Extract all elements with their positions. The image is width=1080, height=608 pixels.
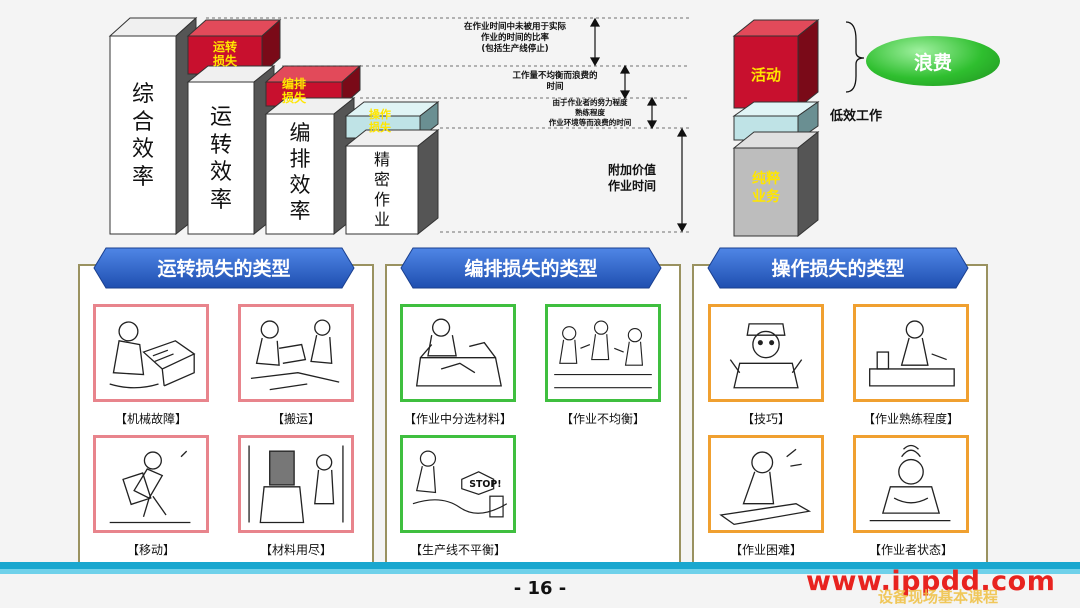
- illustration-movement: [93, 435, 209, 533]
- label-line: 编排: [281, 77, 306, 91]
- efficiency-bar-diagram: [108, 16, 690, 236]
- waste-oval: 浪费: [866, 36, 1000, 86]
- dimension-arrows: [589, 17, 688, 233]
- block-pure: [732, 130, 820, 238]
- label-char: 率: [131, 164, 154, 190]
- illustration-transport: [238, 304, 354, 402]
- illustration-sorting-materials: [400, 304, 516, 402]
- panel-title-work-loss: 操作损失的类型: [771, 257, 905, 280]
- label-caozuo-loss: 操作 损失: [348, 108, 412, 134]
- label-line: 运转: [212, 40, 237, 54]
- label-char: 运: [209, 105, 232, 130]
- header-hex-3: [707, 247, 969, 289]
- anno-line: 作业时间: [607, 179, 656, 193]
- annotation-operation-loss: 在作业时间中未被用于实际 作业的时间的比率 (包括生产线停止): [440, 22, 590, 55]
- svg-text:STOP!: STOP!: [469, 479, 501, 490]
- label-line: 操作: [369, 108, 391, 121]
- annotation-arrangement-loss: 工作量不均衡而浪费的 时间: [490, 71, 620, 93]
- illustration-machine-failure: [93, 304, 209, 402]
- label-char: 合: [131, 109, 154, 135]
- block-bianpai: [264, 96, 356, 236]
- brace-icon: [845, 21, 865, 93]
- label-char: 作: [373, 190, 390, 209]
- caption-skill: 【技巧】: [741, 412, 790, 426]
- label-char: 率: [289, 199, 311, 224]
- label-char: 业: [373, 210, 390, 229]
- anno-line: 作业的时间的比率: [480, 33, 549, 43]
- anno-line: 附加价值: [607, 163, 656, 177]
- guide-lines: [206, 17, 690, 233]
- illustration-unbalanced-work: [545, 304, 661, 402]
- panel-title-arrangement-loss: 编排损失的类型: [464, 257, 598, 280]
- waste-label: 浪费: [913, 51, 952, 74]
- illustration-worker-condition: [853, 435, 969, 533]
- label-low-efficiency: 低效工作: [830, 109, 883, 124]
- label-zonghe: 综 合 效 率: [110, 52, 176, 220]
- label-jingmi: 精 密 作 业: [346, 150, 418, 230]
- footer-bar: [0, 562, 1080, 569]
- caption-difficulty: 【作业困难】: [729, 543, 802, 557]
- label-char: 密: [373, 170, 390, 189]
- label-bianpai: 编 排 效 率: [266, 118, 334, 226]
- label-line: 业务: [752, 189, 780, 205]
- block-yunzhuan-loss: [186, 18, 282, 76]
- caption-machine-failure: 【机械故障】: [114, 412, 187, 426]
- footer-bar-light: [0, 569, 1080, 574]
- caption-unbalanced-work: 【作业不均衡】: [560, 412, 645, 426]
- caption-movement: 【移动】: [126, 543, 175, 557]
- illustration-material-shortage: [238, 435, 354, 533]
- label-yunzhuan: 运 转 效 率: [188, 94, 254, 224]
- anno-line: 熟练程度: [575, 108, 605, 117]
- illustration-skill: [708, 304, 824, 402]
- header-hex-2: [400, 247, 662, 289]
- course-title: 设备现场基本课程: [878, 588, 999, 606]
- annotation-value-time: 附加价值 作业时间: [592, 162, 672, 194]
- label-bianpai-loss: 编排 损失: [266, 77, 322, 105]
- caption-transport: 【搬运】: [271, 412, 320, 426]
- label-char: 综: [131, 82, 154, 107]
- page-number: - 16 -: [513, 578, 567, 599]
- anno-line: 在作业时间中未被用于实际: [463, 22, 566, 32]
- illustration-proficiency: [853, 304, 969, 402]
- label-char: 转: [209, 132, 232, 158]
- label-char: 率: [209, 187, 232, 213]
- caption-material-shortage: 【材料用尽】: [259, 543, 332, 557]
- caption-sorting-materials: 【作业中分选材料】: [403, 412, 512, 426]
- label-char: 效: [131, 137, 154, 162]
- caption-worker-condition: 【作业者状态】: [868, 543, 953, 557]
- label-pure: 纯粹 业务: [734, 170, 798, 206]
- label-yunzhuan-loss: 运转 损失: [188, 40, 262, 68]
- label-line: 纯粹: [752, 171, 780, 187]
- anno-line: 时间: [546, 82, 564, 92]
- illustration-line-imbalance: STOP!: [400, 435, 516, 533]
- anno-line: 工作量不均衡而浪费的: [512, 71, 598, 81]
- block-jingmi: [344, 128, 440, 236]
- anno-line: (包括生产线停止): [481, 44, 549, 54]
- label-char: 效: [289, 173, 311, 197]
- panel-title-operation-loss: 运转损失的类型: [157, 257, 291, 280]
- watermark-url: www.ippdd.com: [806, 566, 1056, 597]
- label-char: 精: [373, 150, 390, 169]
- label-line: 损失: [281, 91, 306, 105]
- label-line: 损失: [212, 54, 237, 68]
- caption-proficiency: 【作业熟练程度】: [862, 412, 959, 426]
- caption-line-imbalance: 【生产线不平衡】: [409, 543, 506, 557]
- label-line: 损失: [369, 121, 391, 134]
- anno-line: 由于作业者的努力程度: [552, 98, 628, 107]
- illustration-difficulty: [708, 435, 824, 533]
- anno-line: 作业环境等而浪费的时间: [548, 118, 632, 127]
- label-activity: 活动: [750, 66, 781, 84]
- work-composition-stack: [732, 18, 865, 238]
- label-char: 排: [289, 146, 311, 171]
- label-char: 效: [209, 160, 232, 185]
- label-char: 编: [289, 120, 311, 145]
- block-activity: [732, 18, 820, 110]
- annotation-work-loss: 由于作业者的努力程度 熟练程度 作业环境等而浪费的时间: [528, 98, 652, 128]
- block-yunzhuan: [186, 64, 276, 236]
- header-hex-1: [93, 247, 355, 289]
